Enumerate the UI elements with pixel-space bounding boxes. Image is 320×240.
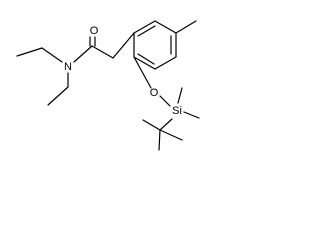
bond-layer bbox=[16, 20, 200, 151]
carbonyl-nitrogen-bond bbox=[73, 45, 93, 63]
n-ethyl2-bond-b bbox=[47, 86, 69, 106]
atom-label-oxygen-carbonyl: O bbox=[90, 25, 99, 37]
atom-label-silicon: Si bbox=[172, 105, 182, 117]
ring-oxygen-bond bbox=[133, 56, 152, 89]
n-ethyl1-bond-b bbox=[16, 47, 43, 57]
tbutyl-methyl2-bond bbox=[158, 129, 161, 151]
si-tbutyl-bond bbox=[159, 118, 173, 131]
methyl-bond bbox=[175, 20, 197, 34]
oxygen-silicon-bond bbox=[159, 95, 171, 107]
ring-bond-5 bbox=[133, 56, 156, 70]
tbutyl-methyl1-bond bbox=[142, 119, 161, 131]
ring-ch2-bond bbox=[112, 32, 135, 59]
atom-label-oxygen-ether: O bbox=[150, 87, 159, 99]
si-methyl2-bond bbox=[183, 111, 200, 119]
ring-bond-1-inner bbox=[137, 25, 156, 37]
structure-diagram: O N O Si bbox=[16, 20, 200, 151]
ring-bond-1 bbox=[133, 20, 156, 34]
n-ethyl1-bond-a bbox=[41, 47, 63, 63]
ring-bond-4 bbox=[154, 56, 177, 70]
ring-bond-5-inner bbox=[137, 53, 155, 65]
ch2-carbonyl-bond bbox=[91, 45, 114, 59]
atom-label-layer: O N O Si bbox=[64, 25, 182, 117]
atom-label-nitrogen: N bbox=[64, 61, 72, 73]
ring-bond-2 bbox=[154, 20, 177, 34]
tbutyl-methyl3-bond bbox=[159, 129, 183, 141]
molecule-drawing: O N O Si bbox=[16, 20, 200, 151]
si-methyl1-bond bbox=[177, 87, 183, 104]
